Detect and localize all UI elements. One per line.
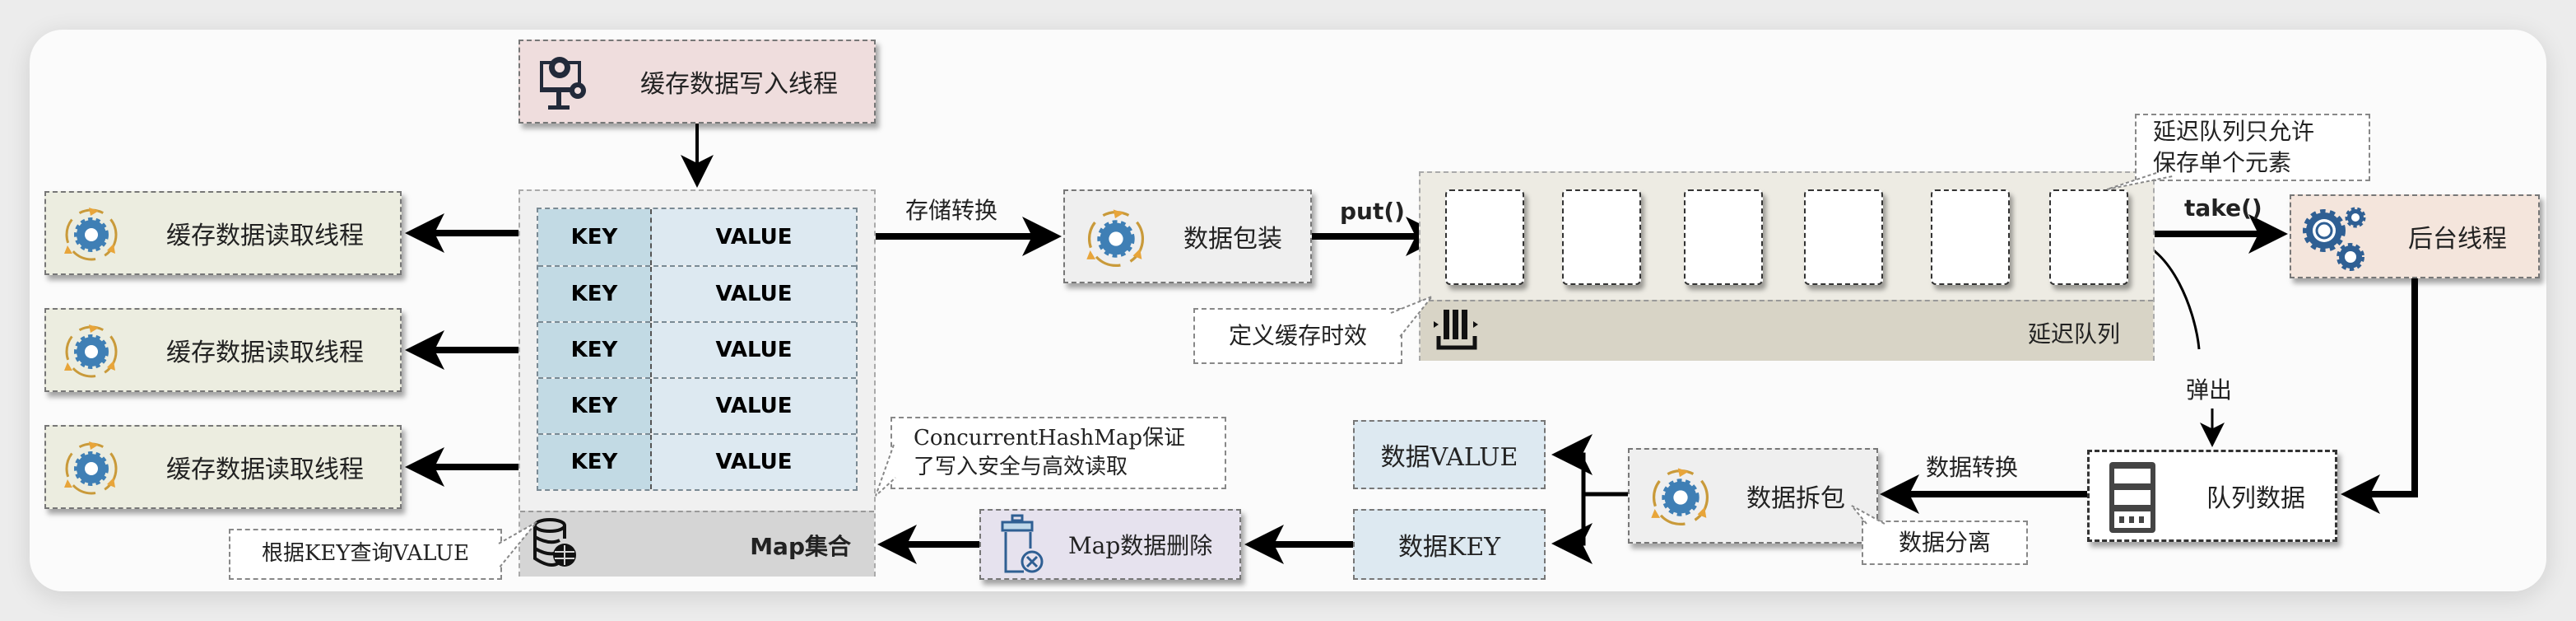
callout-concurrent-map: ConcurrentHashMap保证 了写入安全与高效读取 bbox=[890, 417, 1226, 489]
arrow-to-data-value bbox=[1551, 434, 1593, 494]
gear-cycle-icon bbox=[64, 441, 118, 495]
read-thread-label: 缓存数据读取线程 bbox=[166, 222, 364, 250]
callout-concurrent-map-line: ConcurrentHashMap保证 bbox=[914, 425, 1186, 451]
data-wrap-box[interactable]: 数据包装 bbox=[1063, 189, 1312, 283]
callout-cache-expiry-text: 定义缓存时效 bbox=[1228, 322, 1367, 350]
data-key-label: 数据KEY bbox=[1397, 533, 1501, 562]
map-key-cell: KEY bbox=[538, 323, 652, 377]
write-thread-label: 缓存数据写入线程 bbox=[640, 70, 838, 99]
read-thread-box[interactable]: 缓存数据读取线程 bbox=[44, 425, 402, 509]
callout-concurrent-map-line: 了写入安全与高效读取 bbox=[914, 455, 1128, 479]
gears-icon bbox=[2303, 207, 2366, 271]
map-delete-box[interactable]: Map数据删除 bbox=[979, 509, 1241, 580]
map-delete-label: Map数据删除 bbox=[1068, 532, 1213, 559]
background-thread-label: 后台线程 bbox=[2408, 225, 2507, 254]
queue-slot bbox=[2049, 189, 2128, 285]
queue-slot bbox=[1804, 189, 1883, 285]
map-key-cell: KEY bbox=[538, 379, 652, 433]
map-row: KEY VALUE bbox=[538, 377, 856, 433]
data-key-box[interactable]: 数据KEY bbox=[1353, 509, 1546, 580]
trash-delete-icon bbox=[1001, 514, 1044, 573]
map-container: KEY VALUE KEY VALUE KEY VALUE KEY VALUE … bbox=[518, 189, 876, 577]
map-value-cell: VALUE bbox=[652, 209, 856, 265]
callout-data-split: 数据分离 bbox=[1862, 521, 2028, 565]
server-icon bbox=[2109, 462, 2155, 533]
queue-slot bbox=[1562, 189, 1641, 285]
map-value-cell: VALUE bbox=[652, 267, 856, 321]
queue-slot bbox=[1684, 189, 1763, 285]
map-footer: Map集合 bbox=[520, 511, 874, 577]
background-thread-box[interactable]: 后台线程 bbox=[2290, 194, 2540, 278]
gear-cycle-icon bbox=[64, 325, 118, 378]
queue-slot bbox=[1445, 189, 1524, 285]
map-label: Map集合 bbox=[750, 533, 851, 560]
callout-pointer bbox=[1851, 505, 1886, 525]
delay-queue-label: 延迟队列 bbox=[2027, 320, 2120, 348]
callout-pointer bbox=[875, 444, 896, 497]
data-convert-label: 数据转换 bbox=[1926, 454, 2019, 481]
queue-slot bbox=[1931, 189, 2010, 285]
callout-pointer bbox=[2106, 172, 2174, 190]
callout-pointer bbox=[1390, 294, 1435, 339]
map-value-cell: VALUE bbox=[652, 379, 856, 433]
data-value-box[interactable]: 数据VALUE bbox=[1353, 420, 1546, 489]
callout-cache-expiry: 定义缓存时效 bbox=[1193, 308, 1402, 364]
data-unpack-label: 数据拆包 bbox=[1746, 484, 1845, 513]
data-value-label: 数据VALUE bbox=[1380, 443, 1518, 472]
pop-label: 弹出 bbox=[2186, 376, 2233, 404]
callout-pointer bbox=[498, 521, 537, 569]
read-thread-box[interactable]: 缓存数据读取线程 bbox=[44, 308, 402, 392]
callout-query-by-key-text: 根据KEY查询VALUE bbox=[261, 541, 470, 567]
gear-cycle-icon bbox=[1086, 209, 1145, 268]
data-unpack-box[interactable]: 数据拆包 bbox=[1628, 448, 1878, 544]
map-row: KEY VALUE bbox=[538, 265, 856, 321]
callout-single-element-line: 保存单个元素 bbox=[2153, 149, 2292, 176]
queue-data-box[interactable]: 队列数据 bbox=[2087, 450, 2337, 542]
map-row: KEY VALUE bbox=[538, 321, 856, 377]
callout-single-element: 延迟队列只允许 保存单个元素 bbox=[2135, 114, 2370, 181]
arrow-to-data-key bbox=[1551, 494, 1593, 564]
put-label: put() bbox=[1340, 198, 1405, 225]
read-thread-box[interactable]: 缓存数据读取线程 bbox=[44, 191, 402, 275]
arrow-bg-to-queue-data bbox=[2341, 278, 2418, 514]
data-wrap-label: 数据包装 bbox=[1183, 225, 1282, 254]
gear-cycle-icon bbox=[64, 208, 118, 261]
store-convert-label: 存储转换 bbox=[905, 197, 998, 224]
write-thread-box[interactable]: 缓存数据写入线程 bbox=[518, 40, 876, 124]
read-thread-label: 缓存数据读取线程 bbox=[166, 455, 364, 484]
map-value-cell: VALUE bbox=[652, 435, 856, 489]
queue-data-label: 队列数据 bbox=[2206, 484, 2305, 513]
callout-single-element-line: 延迟队列只允许 bbox=[2153, 118, 2315, 146]
delay-queue: 延迟队列 bbox=[1419, 171, 2155, 361]
queue-icon bbox=[1434, 310, 1478, 350]
monitor-gear-icon bbox=[540, 57, 586, 110]
callout-query-by-key: 根据KEY查询VALUE bbox=[229, 529, 502, 580]
map-row: KEY VALUE bbox=[538, 433, 856, 489]
take-label: take() bbox=[2184, 194, 2262, 222]
map-key-cell: KEY bbox=[538, 435, 652, 489]
database-icon bbox=[533, 518, 576, 567]
map-table: KEY VALUE KEY VALUE KEY VALUE KEY VALUE … bbox=[537, 208, 858, 491]
delay-queue-footer: 延迟队列 bbox=[1421, 300, 2153, 361]
read-thread-label: 缓存数据读取线程 bbox=[166, 339, 364, 367]
map-row: KEY VALUE bbox=[538, 209, 856, 265]
map-key-cell: KEY bbox=[538, 209, 652, 265]
map-value-cell: VALUE bbox=[652, 323, 856, 377]
callout-data-split-text: 数据分离 bbox=[1898, 529, 1991, 557]
gear-cycle-icon bbox=[1651, 468, 1709, 526]
map-key-cell: KEY bbox=[538, 267, 652, 321]
